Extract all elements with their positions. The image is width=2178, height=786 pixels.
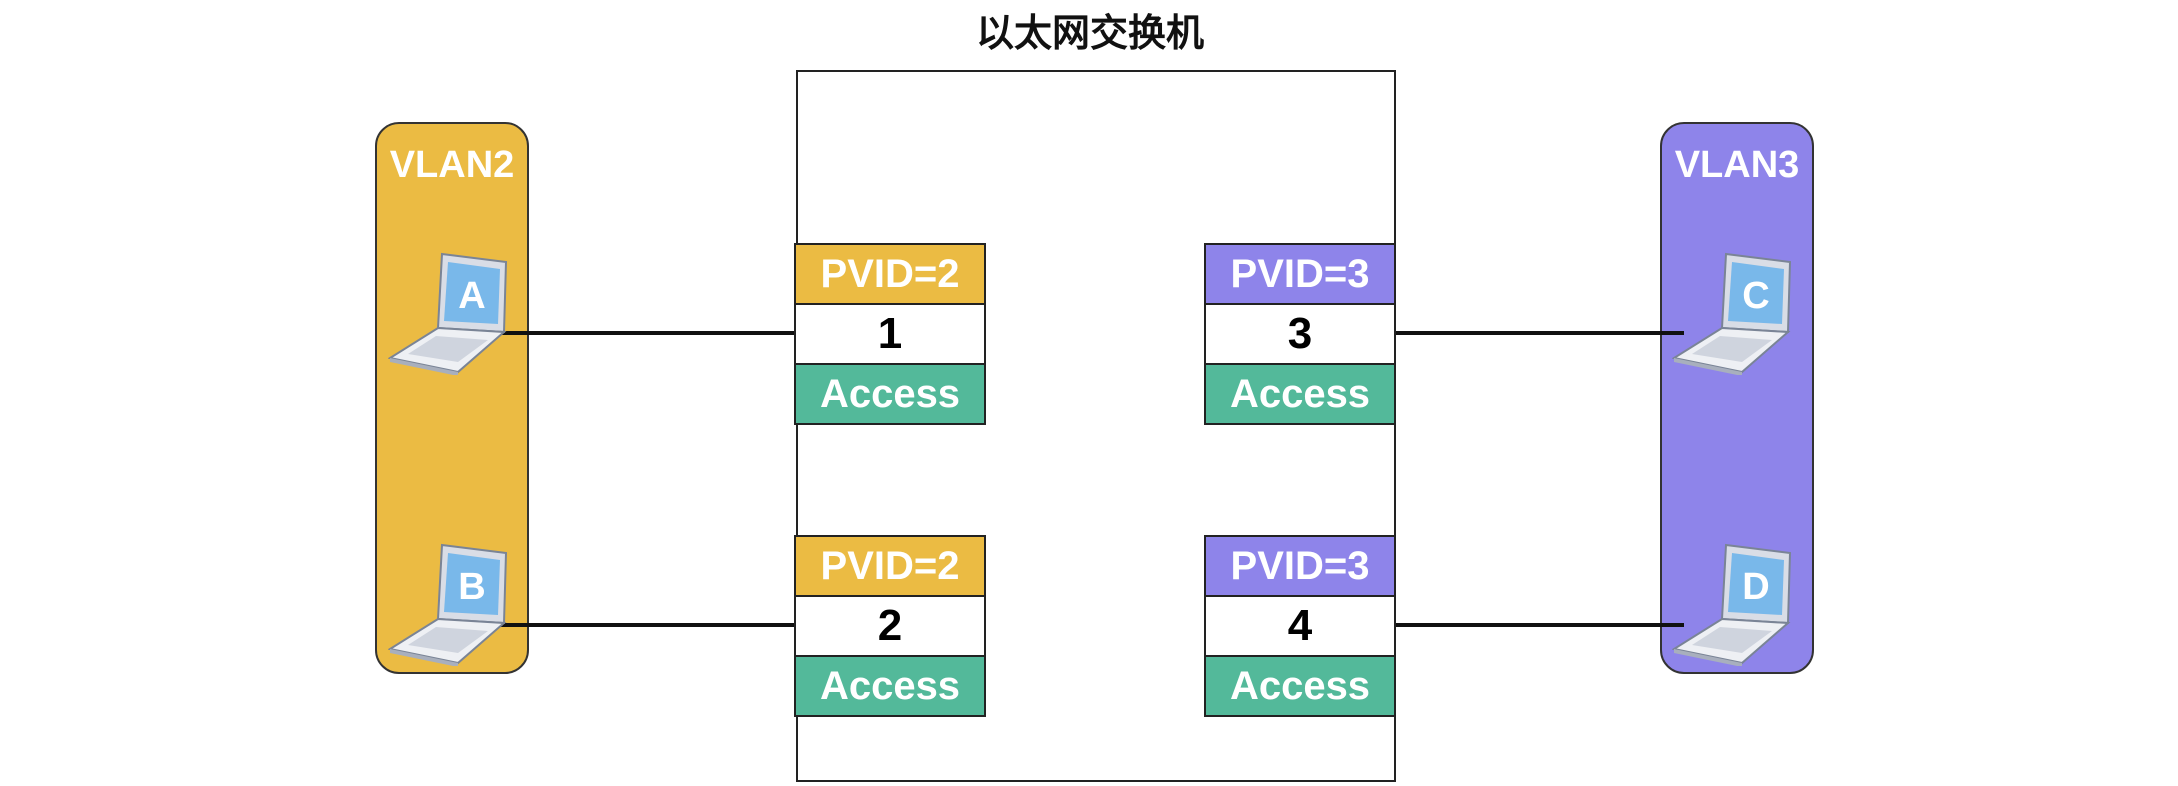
link-port-4-host-d: [1394, 623, 1684, 627]
host-c[interactable]: C: [1672, 250, 1802, 375]
port-3-mode: Access: [1204, 363, 1396, 425]
laptop-icon: [1672, 543, 1792, 666]
port-1-pvid: PVID=2: [794, 243, 986, 305]
host-b[interactable]: B: [388, 541, 518, 666]
host-b-label: B: [458, 566, 485, 608]
switch-title: 以太网交换机: [975, 11, 1204, 55]
port-4-number[interactable]: 4: [1204, 595, 1396, 657]
vlan3-label: VLAN3: [1674, 144, 1800, 186]
port-2-pvid: PVID=2: [794, 535, 986, 597]
port-4-pvid: PVID=3: [1204, 535, 1396, 597]
host-c-label: C: [1742, 275, 1769, 317]
link-host-a-port-1: [500, 331, 796, 335]
link-port-3-host-c: [1394, 331, 1684, 335]
vlan2-label: VLAN2: [389, 144, 515, 186]
port-4-mode: Access: [1204, 655, 1396, 717]
laptop-icon: [1672, 252, 1792, 375]
host-d[interactable]: D: [1672, 541, 1802, 666]
host-a-label: A: [458, 275, 485, 317]
host-a[interactable]: A: [388, 250, 518, 375]
port-2-number[interactable]: 2: [794, 595, 986, 657]
port-2-mode: Access: [794, 655, 986, 717]
port-1-number[interactable]: 1: [794, 303, 986, 365]
link-host-b-port-2: [500, 623, 796, 627]
port-3-pvid: PVID=3: [1204, 243, 1396, 305]
laptop-icon: [388, 252, 508, 375]
port-1-mode: Access: [794, 363, 986, 425]
port-3-number[interactable]: 3: [1204, 303, 1396, 365]
laptop-icon: [388, 543, 508, 666]
host-d-label: D: [1742, 566, 1769, 608]
